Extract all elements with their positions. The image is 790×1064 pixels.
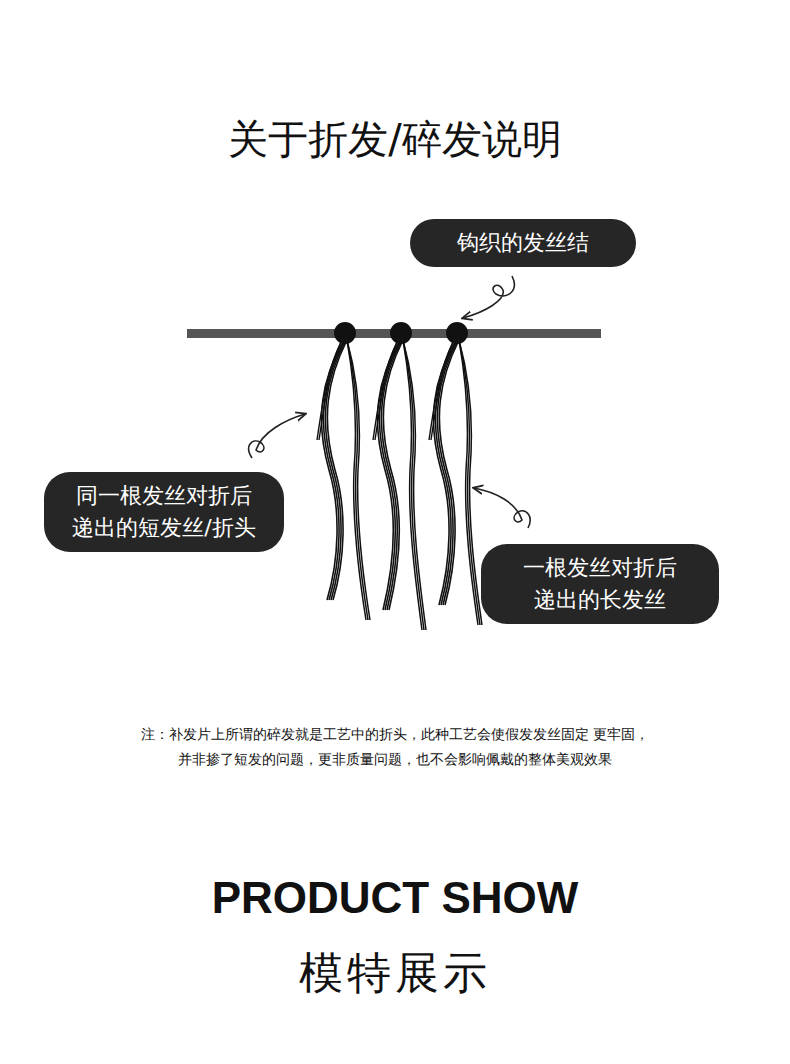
- section-heading: 模特展示: [15, 947, 775, 1000]
- callout-box: 同一根发丝对折后 递出的短发丝/折头: [44, 472, 284, 552]
- callout-text: 同一根发丝对折后 递出的短发丝/折头: [58, 480, 270, 544]
- callout-text: 一根发丝对折后 递出的长发丝: [495, 552, 705, 616]
- title: 关于折发/碎发说明: [0, 112, 790, 167]
- short-hair-end: [375, 342, 397, 440]
- short-hair-end: [431, 342, 453, 440]
- callout-text: 钩织的发丝结: [424, 227, 622, 259]
- callout-box: 钩织的发丝结: [410, 219, 636, 267]
- section-heading: PRODUCT SHOW: [15, 872, 775, 925]
- hair-strand: [347, 340, 366, 620]
- hair-strand: [435, 340, 457, 605]
- hair-strand: [325, 340, 346, 600]
- curly-arrow: [249, 414, 305, 458]
- knot-dot: [334, 322, 356, 344]
- short-hair-end: [373, 342, 397, 440]
- hair-strand: [403, 340, 426, 630]
- hair-strand: [347, 340, 370, 620]
- hair-strand: [439, 340, 459, 605]
- hair-strand: [327, 340, 347, 600]
- short-hair-end: [429, 342, 453, 440]
- curly-arrow: [463, 276, 514, 318]
- note-text: 注：补发片上所谓的碎发就是工艺中的折头，此种工艺会使假发发丝固定 更牢固，并非掺…: [115, 722, 675, 772]
- curly-arrow: [474, 488, 530, 528]
- hair-strands: [317, 340, 482, 630]
- knot-dot: [390, 322, 412, 344]
- hair-strand: [383, 340, 403, 610]
- short-hair-end: [319, 342, 341, 440]
- short-hair-end: [317, 342, 341, 440]
- callout-box: 一根发丝对折后 递出的长发丝: [481, 544, 719, 624]
- knot-dot: [446, 322, 468, 344]
- hair-strand: [459, 340, 482, 625]
